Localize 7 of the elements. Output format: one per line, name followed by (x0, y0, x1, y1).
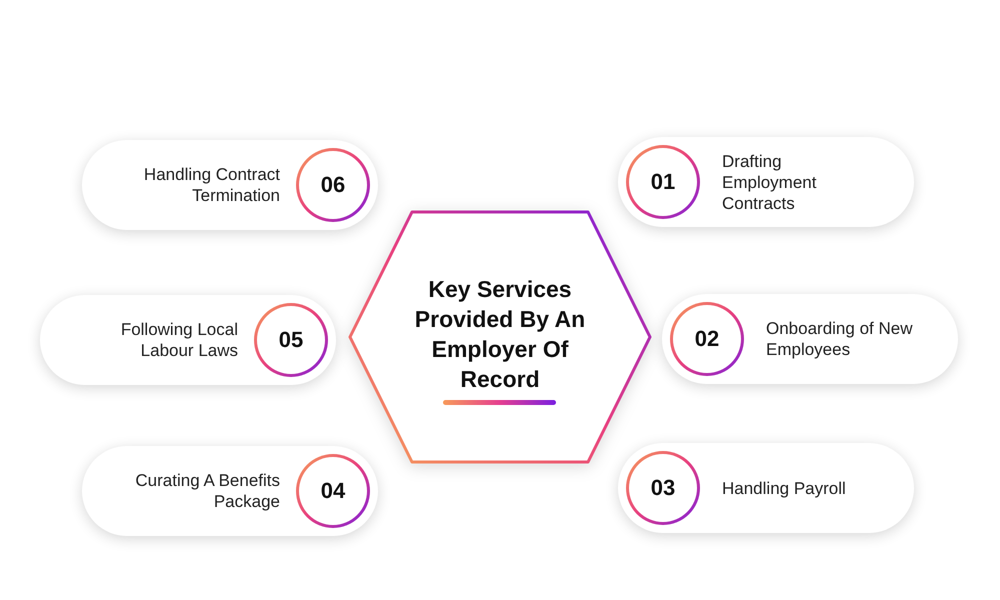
service-label: Drafting Employment Contracts (721, 150, 818, 214)
service-label: Onboarding of New Employees (765, 318, 914, 360)
title-text: Key Services Provided By An Employer Of Record (414, 275, 586, 394)
service-label: Curating A Benefits Package (134, 470, 281, 512)
service-label: Following Local Labour Laws (120, 319, 239, 361)
service-label: Handling Contract Termination (142, 164, 281, 206)
service-label: Handling Payroll (721, 478, 847, 498)
